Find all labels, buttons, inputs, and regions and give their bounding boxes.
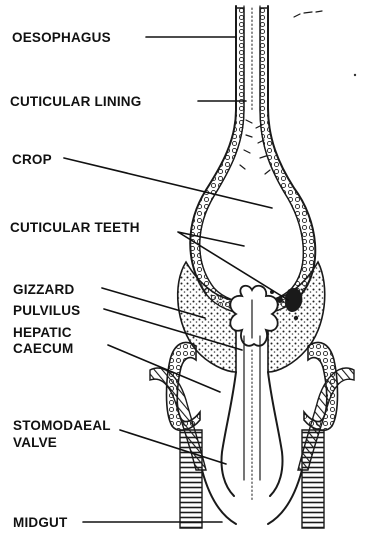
- label-stomodaeal: STOMODAEAL: [13, 418, 111, 433]
- label-oesophagus: OESOPHAGUS: [12, 30, 111, 45]
- label-cuticular-lining: CUTICULAR LINING: [10, 94, 141, 109]
- label-midgut: MIDGUT: [13, 515, 68, 530]
- scan-dot: [354, 74, 356, 76]
- stomodaeal-valve: [150, 336, 354, 528]
- scan-mark: [294, 11, 322, 17]
- label-cuticular-teeth: CUTICULAR TEETH: [10, 220, 140, 235]
- leader-stomodaeal-valve: [120, 430, 226, 464]
- labels: OESOPHAGUS CUTICULAR LINING CROP CUTICUL…: [10, 30, 141, 530]
- label-valve: VALVE: [13, 435, 57, 450]
- leader-lines: [64, 37, 288, 522]
- label-crop: CROP: [12, 152, 52, 167]
- label-pulvilus: PULVILUS: [13, 303, 80, 318]
- label-gizzard: GIZZARD: [13, 282, 74, 297]
- label-caecum: CAECUM: [13, 341, 73, 356]
- label-hepatic: HEPATIC: [13, 325, 72, 340]
- crop-wall: [190, 6, 315, 315]
